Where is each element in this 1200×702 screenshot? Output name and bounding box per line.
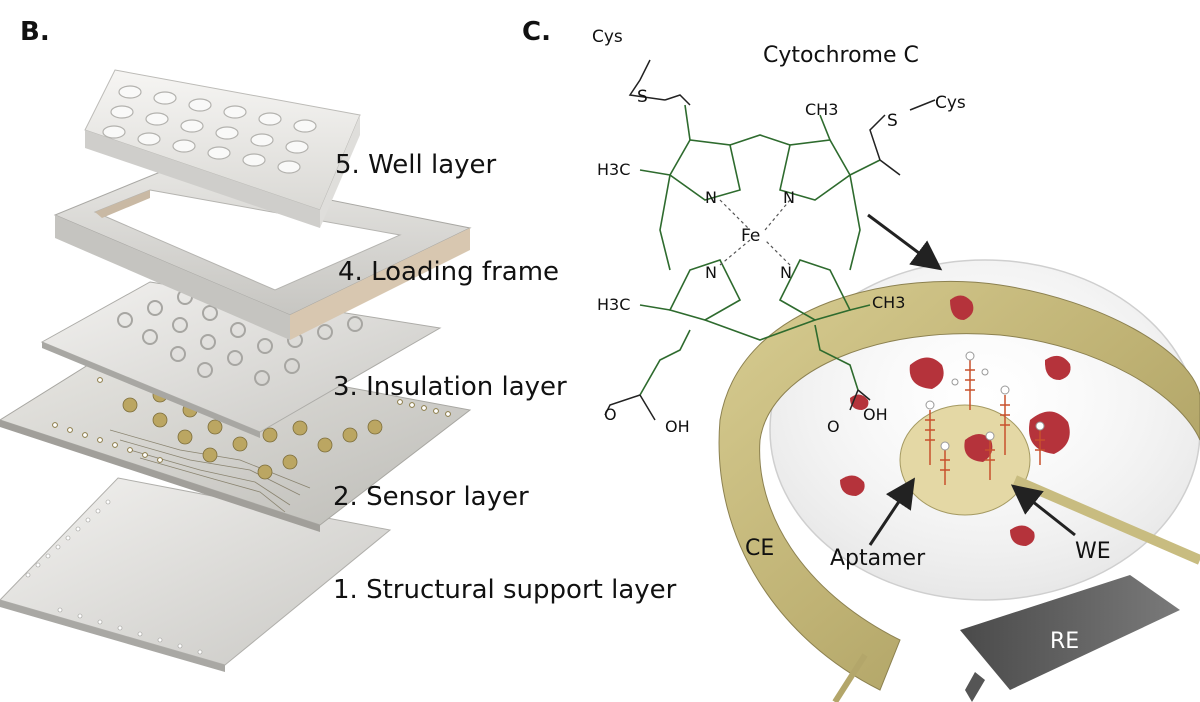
reference-electrode	[960, 575, 1180, 690]
working-electrode	[899, 404, 1031, 516]
ce-lead	[832, 653, 868, 702]
fe-label: Fe	[741, 226, 760, 246]
loading-frame	[53, 167, 472, 340]
s-right-label: S	[887, 111, 898, 131]
fe-coordination	[719, 199, 791, 266]
panel-b-label: B.	[20, 17, 50, 47]
n-label-bottom-right: N	[780, 263, 792, 282]
aptamer-label: Aptamer	[830, 546, 926, 571]
molecule-arrow	[867, 213, 943, 271]
cys-left-label: Cys	[592, 27, 623, 47]
cys-right-label: Cys	[935, 93, 966, 113]
h3c-lower-label: H3C	[597, 295, 630, 314]
we-arrow	[1010, 484, 1076, 537]
aptamer-strands	[925, 360, 1045, 485]
molecule-title: Cytochrome C	[763, 43, 919, 68]
n-label-top-left: N	[705, 188, 717, 207]
h3c-upper-label: H3C	[597, 160, 630, 179]
structural-support-layer	[0, 477, 392, 672]
ce-label: CE	[745, 536, 774, 561]
n-label-bottom-left: N	[705, 263, 717, 282]
electrode-assembly	[718, 259, 1200, 702]
insulation-layer	[40, 281, 442, 438]
molecule-dark-bonds	[604, 59, 936, 421]
well-layer-label: 5. Well layer	[335, 150, 497, 180]
ch3-top-label: CH3	[805, 100, 838, 119]
insulation-layer-label: 3. Insulation layer	[333, 372, 567, 402]
we-label: WE	[1075, 539, 1111, 564]
counter-electrode	[718, 280, 1200, 691]
o-label-left: O	[604, 405, 617, 424]
re-label: RE	[1050, 629, 1079, 654]
cytochrome-molecule	[639, 104, 881, 396]
oh-label-right: OH	[863, 405, 888, 424]
sensor-layer-label: 2. Sensor layer	[333, 482, 529, 512]
oh-label-left: OH	[665, 417, 690, 436]
we-lead	[1013, 475, 1200, 565]
s-left-label: S	[637, 87, 648, 107]
aptamer-arrow	[868, 477, 915, 546]
panel-c-label: C.	[522, 17, 551, 47]
support-layer-label: 1. Structural support layer	[333, 575, 677, 605]
loading-frame-label: 4. Loading frame	[338, 257, 559, 287]
well-plate	[84, 69, 361, 228]
ch3-right-label: CH3	[872, 293, 905, 312]
n-label-top-right: N	[783, 188, 795, 207]
o-label-right: O	[827, 417, 840, 436]
